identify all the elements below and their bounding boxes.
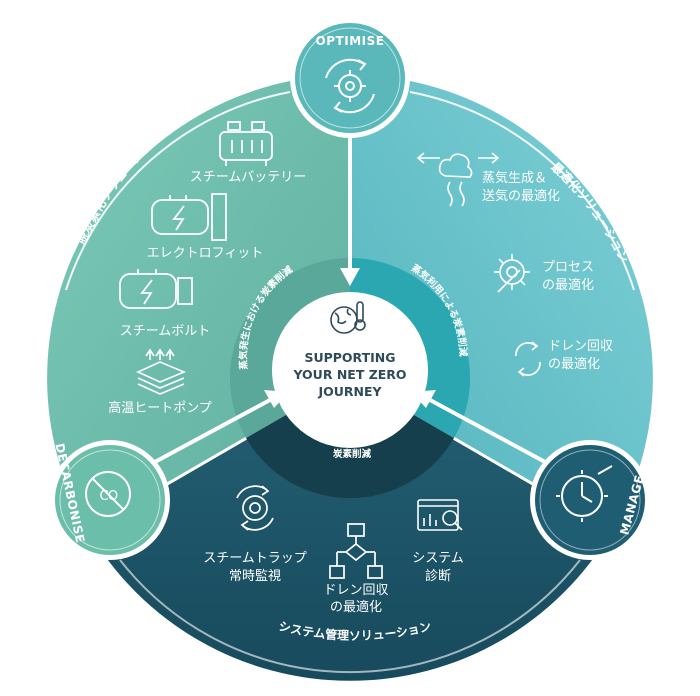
right-item-3-line2: の最適化 [548,356,600,372]
recycle-arrows-icon [515,341,541,377]
inner-ring-bottom-label-2: 炭素削減 [333,448,372,460]
arrow-right-icon [411,390,561,472]
right-item-3-line1: ドレン回収 [548,339,613,354]
arrow-left-icon [139,390,289,472]
clock-gear-icon [556,465,613,522]
arrow-top-icon [340,138,360,286]
bottom-sector [88,378,612,681]
center-line-3: JOURNEY [317,384,382,399]
bottom-item-2-line1: ドレン回収 [323,583,388,598]
center-line-2: YOUR NET ZERO [292,367,406,382]
gear-sync-icon [236,485,274,531]
flowchart-icon [329,523,383,579]
heat-pump-icon [136,348,187,395]
right-item-1-line1: 蒸気生成＆ [482,170,547,186]
steam-bolt-icon [119,269,193,309]
center-circle [272,292,428,448]
bottom-item-1-line2: 常時監視 [229,568,281,584]
steam-battery-icon [219,121,273,166]
left-item-2-label: エレクトロフィット [147,246,264,261]
globe-thermometer-icon [330,301,366,334]
steam-cloud-icon [416,152,500,207]
bottom-item-2-line2: の最適化 [330,599,382,615]
inner-ring-bottom-label-1: 蒸気利用による [319,431,385,443]
decarbonise-badge: C O DECARBONISE [50,440,170,560]
dashboard-search-icon [417,499,463,531]
left-item-4-label: 高温ヒートポンプ [108,400,212,416]
bottom-item-1-line1: スチームトラップ [203,551,307,566]
left-item-1-label: スチームバッテリー [190,170,307,185]
bottom-item-3-line2: 診断 [425,568,451,584]
gear-wrench-icon [494,254,530,293]
right-item-1-line2: 送気の最適化 [482,188,560,204]
left-item-3-label: スチームボルト [120,324,211,339]
bottom-item-3-line1: システム [412,551,464,566]
manage-badge: MANAGE [530,440,650,560]
electrofit-icon [151,193,227,241]
center-line-1: SUPPORTING [304,350,395,365]
right-item-2-line2: の最適化 [542,277,594,293]
svg-text:O: O [108,489,118,504]
optimise-label: OPTIMISE [316,34,385,48]
gear-cycle-icon [325,58,375,114]
no-co2-icon: C O [85,471,131,517]
svg-text:C: C [99,489,108,504]
optimise-badge: OPTIMISE [290,18,410,138]
right-item-2-line1: プロセス [542,260,594,275]
